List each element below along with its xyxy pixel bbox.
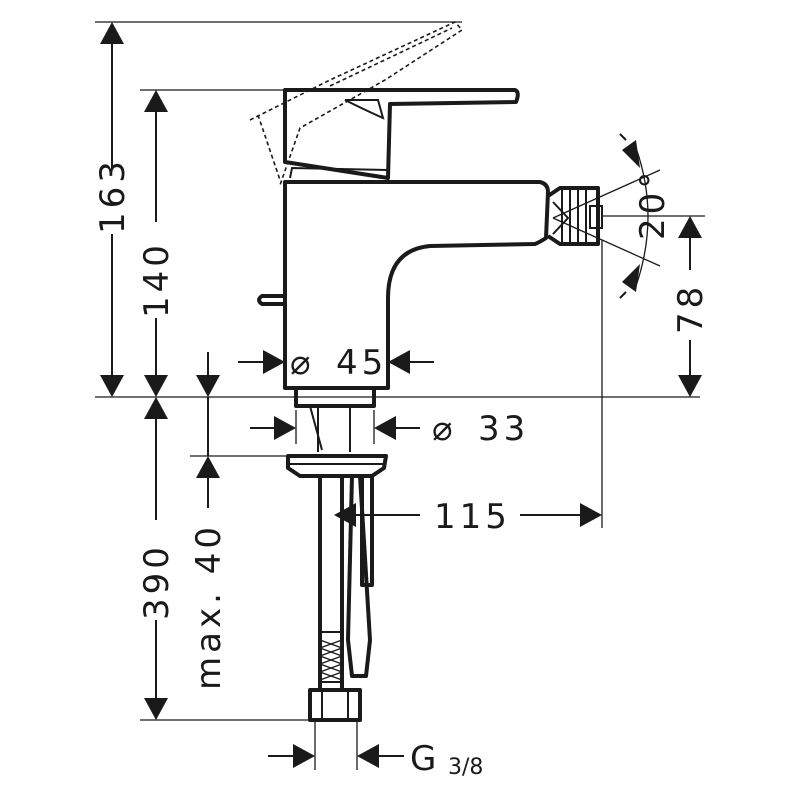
fixing-nut xyxy=(286,454,388,478)
dim-115 xyxy=(334,503,602,527)
label-33: 33 xyxy=(478,409,529,449)
label-78: 78 xyxy=(671,283,711,334)
dim-diameter-45 xyxy=(238,350,434,374)
lever-raised-outline xyxy=(249,21,464,186)
connector-nut xyxy=(308,688,362,722)
label-45: 45 xyxy=(336,343,387,383)
dim-angle-20 xyxy=(552,133,661,299)
label-390: 390 xyxy=(137,543,177,620)
dim-78 xyxy=(678,216,702,397)
label-163: 163 xyxy=(93,157,133,234)
dim-diameter-33 xyxy=(250,410,420,444)
label-g: G xyxy=(410,739,440,779)
label-3-8: 3/8 xyxy=(448,755,483,780)
diameter-symbol-33: ⌀ xyxy=(432,409,456,449)
popup-knob xyxy=(257,294,285,306)
nozzle xyxy=(546,186,600,246)
diameter-symbol-45: ⌀ xyxy=(290,343,314,383)
extension-lines xyxy=(95,21,705,770)
label-115: 115 xyxy=(434,497,511,537)
label-140: 140 xyxy=(137,241,177,318)
supply-hose xyxy=(318,476,344,690)
dim-163 xyxy=(98,22,128,397)
hose-braid xyxy=(319,631,343,683)
label-20-degrees: 20° xyxy=(633,168,673,240)
dim-max-40 xyxy=(196,352,220,508)
dim-140 xyxy=(142,90,172,397)
mixer-body xyxy=(283,180,550,390)
label-max-40: max. 40 xyxy=(189,523,229,690)
lever-handle xyxy=(283,88,520,180)
dim-g-3-8 xyxy=(268,744,404,768)
dim-390 xyxy=(142,397,172,720)
